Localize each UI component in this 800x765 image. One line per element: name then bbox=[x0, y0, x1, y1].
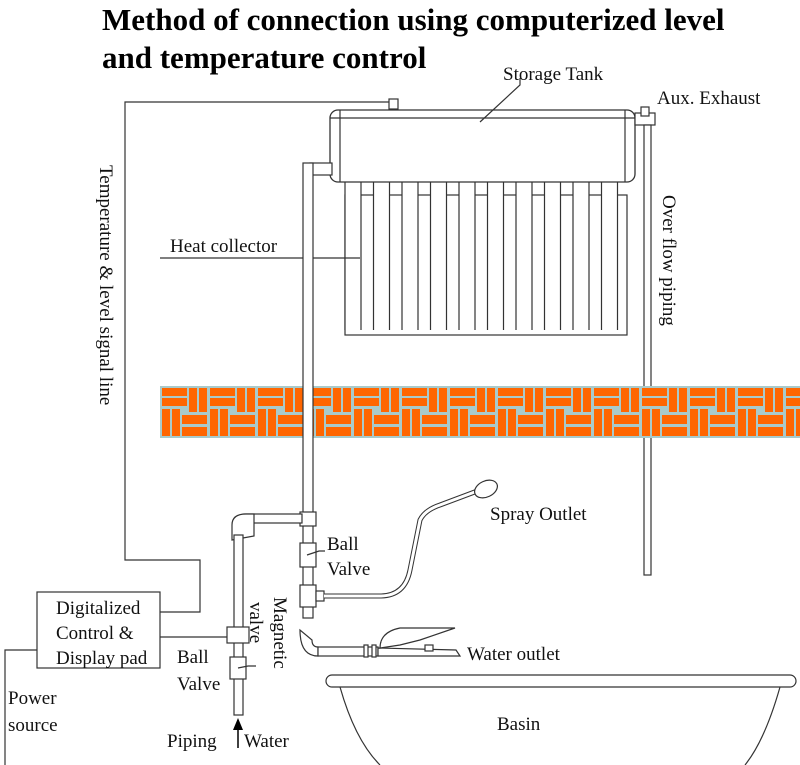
control-label-1: Digitalized bbox=[56, 598, 141, 619]
vacuum-tube bbox=[429, 164, 448, 330]
control-display-pad bbox=[36, 591, 161, 669]
basin-label: Basin bbox=[497, 714, 541, 735]
vacuum-tube bbox=[515, 164, 533, 330]
water-outlet-faucet bbox=[363, 627, 462, 658]
title-line-1: Method of connection using computerized … bbox=[102, 2, 725, 37]
vacuum-tube bbox=[600, 164, 619, 330]
overflow-pipe bbox=[634, 106, 656, 576]
overflow-piping-label: Over flow piping bbox=[658, 195, 679, 326]
power-label-1: Power bbox=[8, 688, 57, 709]
ball-valve-lower-label-1: Ball bbox=[177, 647, 209, 668]
brick-wall bbox=[160, 386, 800, 438]
power-line bbox=[4, 649, 37, 765]
vacuum-tube bbox=[401, 164, 419, 330]
control-label-3: Display pad bbox=[56, 648, 148, 669]
magnetic-valve bbox=[226, 626, 250, 644]
magnetic-valve-label-1: Magnetic bbox=[269, 597, 290, 669]
control-label-2: Control & bbox=[56, 623, 134, 644]
ball-valve-lower-label-2: Valve bbox=[177, 674, 220, 695]
storage-tank-label: Storage Tank bbox=[503, 64, 604, 85]
piping-label: Piping bbox=[167, 731, 217, 752]
basin bbox=[325, 674, 797, 765]
vacuum-tube bbox=[458, 164, 476, 330]
signal-line-label: Temperature & level signal line bbox=[95, 165, 116, 405]
storage-tank-leader bbox=[479, 78, 521, 123]
title-line-2: and temperature control bbox=[102, 40, 427, 75]
ball-valve-upper-label-1: Ball bbox=[327, 534, 359, 555]
signal-line bbox=[124, 98, 399, 613]
vacuum-tube bbox=[486, 164, 505, 330]
vacuum-tube bbox=[372, 164, 391, 330]
water-outlet-label: Water outlet bbox=[467, 644, 561, 665]
spray-outlet bbox=[324, 479, 498, 599]
ball-valve-upper-label-2: Valve bbox=[327, 559, 370, 580]
power-label-2: source bbox=[8, 715, 58, 736]
vacuum-tube bbox=[344, 164, 362, 330]
magnetic-valve-label-2: valve bbox=[245, 602, 266, 643]
water-inlet-arrow-icon bbox=[233, 718, 243, 748]
supply-pipe bbox=[231, 162, 379, 716]
aux-exhaust-label: Aux. Exhaust bbox=[657, 88, 761, 109]
water-label: Water bbox=[244, 731, 290, 752]
heat-collector-label: Heat collector bbox=[170, 236, 278, 257]
spray-outlet-label: Spray Outlet bbox=[490, 504, 587, 525]
vacuum-tube bbox=[572, 164, 590, 330]
vacuum-tube bbox=[543, 164, 562, 330]
heat-collector bbox=[344, 164, 628, 336]
storage-tank bbox=[329, 109, 636, 183]
